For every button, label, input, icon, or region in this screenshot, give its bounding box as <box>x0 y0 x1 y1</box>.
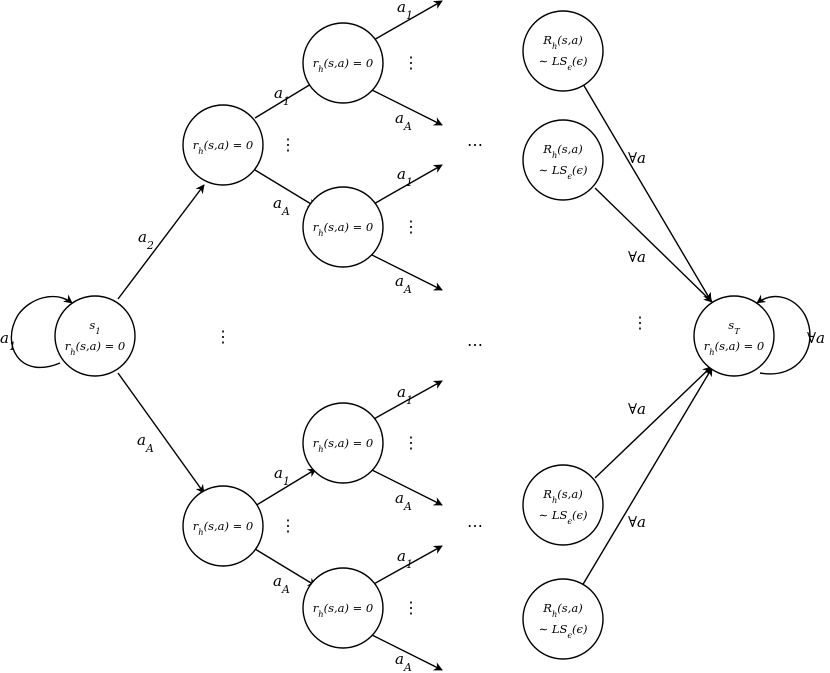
edge-label-self-loop-a1: a1 <box>0 329 16 353</box>
edge-reward3-to-sT <box>594 366 712 479</box>
node-leaf-1-label: rh(s,a) = 0 <box>313 56 373 74</box>
hdots-bottom: ⋯ <box>467 516 483 535</box>
edge-leaf2-out-a1 <box>371 164 443 206</box>
node-s1-reward: rh(s,a) = 0 <box>65 339 125 357</box>
node-leaf-4-label: rh(s,a) = 0 <box>313 601 373 619</box>
node-leaf-2: rh(s,a) = 0 <box>302 186 384 268</box>
node-s1-name: s1 <box>89 318 100 336</box>
edge-reward2-to-sT <box>594 187 713 303</box>
edge-reward4-to-sT <box>581 367 713 587</box>
edge-label-forall-2: ∀a <box>628 248 646 266</box>
node-mid-top-label: rh(s,a) = 0 <box>193 138 253 156</box>
node-mid-top: rh(s,a) = 0 <box>182 104 264 186</box>
edge-label-leaf2-aA: aA <box>395 272 412 296</box>
vdots-leaf2: ⋮ <box>403 217 419 236</box>
self-loop-s1 <box>10 294 73 369</box>
edge-label-midtop-a1: a1 <box>274 84 290 108</box>
edge-label-forall-3: ∀a <box>628 400 646 418</box>
edge-midtop-to-leaf1 <box>254 80 317 119</box>
node-leaf-3-label: rh(s,a) = 0 <box>313 436 373 454</box>
edge-label-leaf1-aA: aA <box>395 109 412 133</box>
node-reward-2-dist: ∼ LSϵ(ϵ) <box>539 163 588 181</box>
hdots-top: ⋯ <box>467 135 483 154</box>
edge-label-leaf3-aA: aA <box>395 489 412 513</box>
vdots-midtop: ⋮ <box>280 135 296 154</box>
edge-label-midbottom-aA: aA <box>273 572 290 596</box>
node-leaf-1: rh(s,a) = 0 <box>302 22 384 104</box>
edge-label-midtop-aA: aA <box>273 194 290 218</box>
vdots-midbottom: ⋮ <box>280 516 296 535</box>
node-reward-3: Rh(s,a) ∼ LSϵ(ϵ) <box>522 464 604 546</box>
node-leaf-3: rh(s,a) = 0 <box>302 402 384 484</box>
edge-leaf3-out-a1 <box>371 380 443 421</box>
vdots-right: ⋮ <box>632 313 648 332</box>
edge-leaf3-out-aA <box>371 469 443 506</box>
edge-leaf1-out-aA <box>371 89 443 126</box>
edge-label-leaf2-a1: a1 <box>397 165 413 189</box>
node-reward-1: Rh(s,a) ∼ LSϵ(ϵ) <box>522 10 604 92</box>
edge-leaf4-out-aA <box>371 634 443 671</box>
node-mid-bottom: rh(s,a) = 0 <box>182 485 264 567</box>
edge-label-forall-4: ∀a <box>628 513 646 531</box>
node-s1: s1 rh(s,a) = 0 <box>54 295 136 377</box>
node-sT-reward: rh(s,a) = 0 <box>704 339 764 357</box>
edge-leaf1-out-a1 <box>371 0 443 42</box>
vdots-leaf1: ⋮ <box>403 53 419 72</box>
vdots-center: ⋮ <box>215 327 231 346</box>
edge-s1-to-mid-top <box>117 184 205 300</box>
edge-label-s1-aA: aA <box>137 431 154 455</box>
vdots-leaf3: ⋮ <box>403 433 419 452</box>
edge-midbottom-to-leaf4 <box>254 548 317 587</box>
edge-leaf2-out-aA <box>371 254 443 291</box>
edge-label-midbottom-a1: a1 <box>274 464 290 488</box>
edge-leaf4-out-a1 <box>371 545 443 586</box>
node-leaf-2-label: rh(s,a) = 0 <box>313 220 373 238</box>
node-reward-4: Rh(s,a) ∼ LSϵ(ϵ) <box>522 578 604 660</box>
node-reward-3-dist: ∼ LSϵ(ϵ) <box>539 508 588 526</box>
vdots-leaf4: ⋮ <box>403 598 419 617</box>
edge-label-s1-a2: a2 <box>138 228 154 252</box>
edge-midtop-to-leaf2 <box>254 169 317 208</box>
edge-reward1-to-sT <box>582 83 712 302</box>
self-loop-sT <box>756 294 811 375</box>
hdots-middle: ⋯ <box>467 335 483 354</box>
node-reward-2: Rh(s,a) ∼ LSϵ(ϵ) <box>522 119 604 201</box>
edge-label-forall-self-loop: ∀a <box>807 329 825 347</box>
node-mid-bottom-label: rh(s,a) = 0 <box>193 519 253 537</box>
node-sT: sT rh(s,a) = 0 <box>693 295 775 377</box>
edge-label-forall-1: ∀a <box>628 149 646 167</box>
edge-label-leaf1-a1: a1 <box>397 0 413 22</box>
node-reward-4-dist: ∼ LSϵ(ϵ) <box>539 622 588 640</box>
edge-s1-to-mid-bottom <box>117 372 205 494</box>
edge-midbottom-to-leaf3 <box>254 468 317 507</box>
edge-label-leaf3-a1: a1 <box>397 383 413 407</box>
node-reward-1-dist: ∼ LSϵ(ϵ) <box>539 54 588 72</box>
node-leaf-4: rh(s,a) = 0 <box>302 567 384 649</box>
